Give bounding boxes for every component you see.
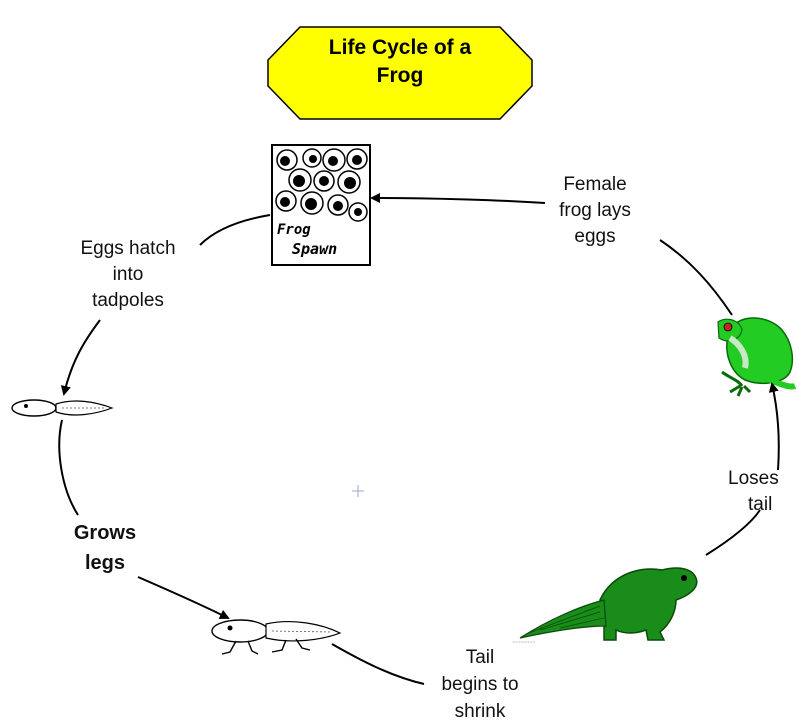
label-line: Eggs hatch [58, 236, 198, 262]
arrow-legs-to-tadpole-legs [138, 577, 228, 618]
label-female-lays-eggs: Female frog lays eggs [535, 172, 655, 250]
label-line: tadpoles [58, 288, 198, 314]
title-line2: Frog [290, 62, 510, 90]
tadpole-with-legs-icon [212, 620, 340, 654]
label-line: legs [50, 548, 160, 578]
title-line1: Life Cycle of a [290, 34, 510, 62]
line-tadpole-legs-to-tail [332, 644, 424, 684]
froglet-icon: ~~~~~~~~ [512, 568, 697, 646]
arrow-hatch-to-tadpole [64, 320, 100, 394]
label-tail-shrink: Tail begins to shrink [420, 644, 540, 725]
tadpole-icon [12, 400, 112, 416]
line-eggs-to-frog [660, 240, 732, 315]
label-line: Grows [50, 518, 160, 548]
adult-frog-icon [718, 318, 795, 396]
label-line: Female [535, 172, 655, 198]
line-tadpole-to-legs [59, 420, 78, 515]
label-loses-tail: Loses tail [722, 466, 797, 518]
label-line: tail [728, 492, 797, 518]
label-line: Loses [728, 466, 797, 492]
label-grows-legs: Grows legs [50, 518, 160, 578]
line-spawn-to-hatch [200, 215, 270, 245]
label-line: begins to [420, 671, 540, 698]
diagram-title: Life Cycle of a Frog [290, 34, 510, 90]
spawn-label-line2: Spawn [292, 240, 337, 258]
label-eggs-hatch: Eggs hatch into tadpoles [58, 236, 198, 314]
label-line: shrink [420, 698, 540, 725]
arrow-frog-to-spawn [372, 198, 545, 203]
spawn-label-line1: Frog [277, 222, 311, 238]
label-line: Tail [420, 644, 540, 671]
label-line: into [58, 262, 198, 288]
arrow-loses-to-frog [772, 384, 779, 470]
label-line: eggs [535, 224, 655, 250]
center-crosshair-icon [352, 485, 364, 497]
frog-spawn-icon: Frog Spawn [272, 145, 370, 265]
label-line: frog lays [535, 198, 655, 224]
